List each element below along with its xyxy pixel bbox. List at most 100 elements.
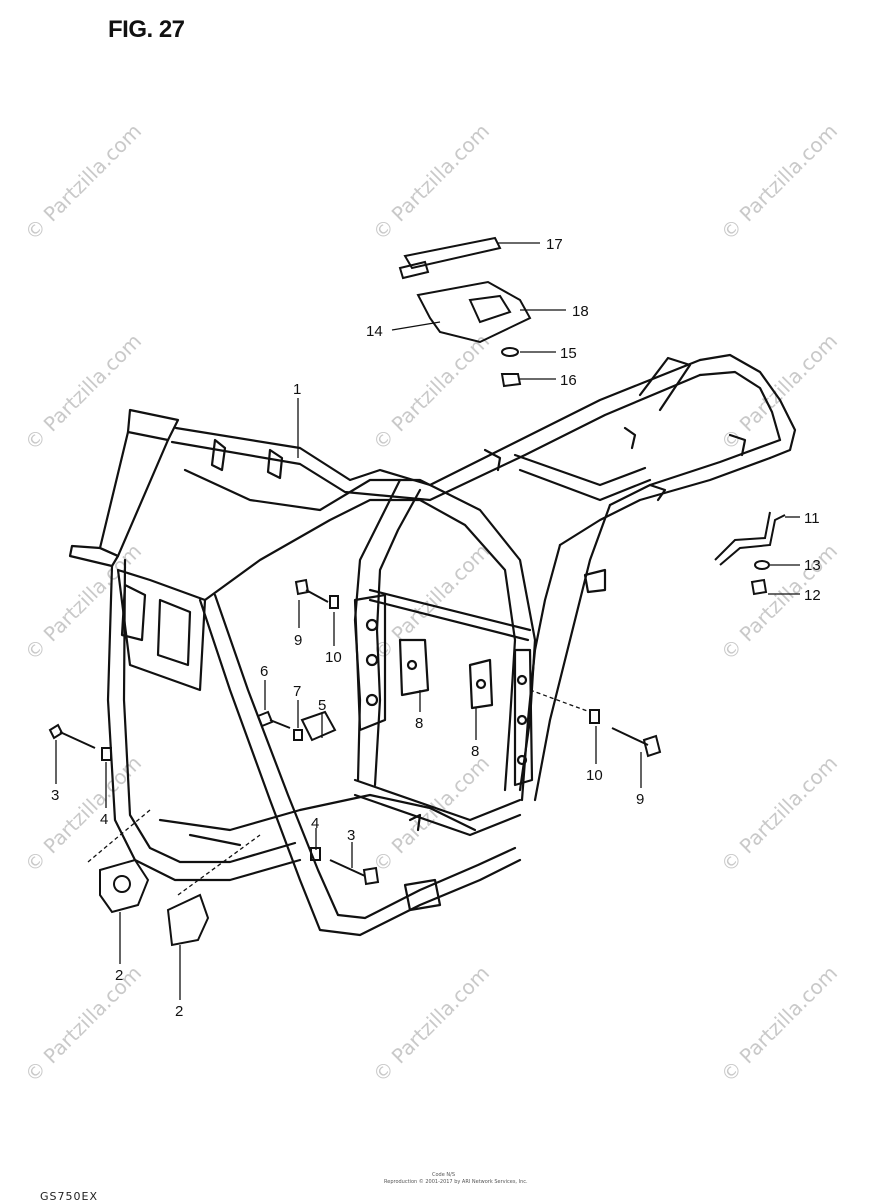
callout-10: 10	[586, 767, 603, 784]
plate-cutout-2	[156, 598, 192, 667]
tank-bracket	[266, 448, 284, 480]
steering-head-bottom	[68, 544, 120, 568]
bottom-cradle-rail-2	[188, 833, 242, 847]
main-top-tube-upper	[174, 358, 702, 487]
mount-hole	[475, 678, 487, 690]
bracket	[623, 426, 637, 450]
callout-8: 8	[471, 743, 479, 760]
nut-16	[500, 373, 522, 388]
rear-subframe-lower-2	[608, 438, 782, 507]
main-top-tube-lower	[170, 373, 702, 502]
rear-loop-inner	[698, 370, 782, 442]
nut-7	[293, 729, 303, 741]
dashed-leader	[87, 809, 151, 863]
battery-strap-17	[403, 236, 502, 270]
bolt-9-shank-right	[611, 727, 649, 746]
bolt-9-head	[294, 578, 310, 596]
callout-3: 3	[347, 827, 355, 844]
bolt-3-head	[48, 723, 64, 740]
battery-strap-end	[398, 260, 430, 280]
bolt-3-head-lower	[362, 866, 380, 886]
callout-15: 15	[560, 345, 577, 362]
bracket	[408, 813, 422, 832]
mount-hole	[365, 618, 379, 632]
callout-7: 7	[293, 683, 301, 700]
bracket	[583, 568, 607, 594]
hardware-parts	[48, 511, 786, 947]
callout-1: 1	[293, 381, 301, 398]
callout-10: 10	[325, 649, 342, 666]
footer-code: Code N/S	[432, 1172, 455, 1178]
rear-cross-member	[518, 468, 652, 502]
mount-hole	[516, 714, 528, 726]
leader-14	[391, 321, 441, 331]
mount-hole	[365, 693, 379, 707]
rear-subframe-lower	[558, 456, 772, 547]
right-down-loop	[198, 598, 522, 937]
engine-mount-bracket-8-right	[468, 658, 494, 710]
leader-lines	[55, 242, 800, 1000]
rear-mount-plate	[513, 648, 534, 787]
steering-head	[98, 430, 170, 558]
callout-labels: 17 18 14 15 16 1 11 13 12 9 10 6 7 5 8 8…	[51, 236, 821, 1020]
rear-cross-member-2	[513, 453, 647, 487]
bracket	[403, 878, 442, 912]
bolt-12	[750, 578, 768, 596]
engine-mount-plate	[353, 593, 387, 732]
callout-14: 14	[366, 323, 383, 340]
bolt-9-shank	[305, 589, 329, 603]
callout-18: 18	[572, 303, 589, 320]
bracket	[728, 433, 747, 457]
rear-loop-top	[698, 353, 797, 460]
callout-13: 13	[804, 557, 821, 574]
callout-4: 4	[311, 815, 319, 832]
plate-hole	[113, 875, 131, 893]
tank-bracket	[210, 438, 227, 472]
plate-2-left	[99, 858, 150, 914]
bolt-3-shank	[59, 731, 96, 749]
callout-2: 2	[115, 967, 123, 984]
plate-2-center	[166, 893, 210, 947]
callout-5: 5	[318, 697, 326, 714]
battery-cover-ridge	[468, 294, 512, 324]
callout-8: 8	[415, 715, 423, 732]
callout-9: 9	[294, 632, 302, 649]
nut-4	[101, 747, 112, 761]
mount-hole	[516, 754, 528, 766]
cross-member-lower	[353, 778, 522, 822]
callout-6: 6	[260, 663, 268, 680]
plate-5	[300, 710, 337, 742]
dashed-leader	[177, 834, 261, 896]
bracket	[483, 448, 502, 472]
callout-11: 11	[804, 510, 820, 527]
washer-13	[754, 560, 770, 570]
bolt-9-head-right	[642, 734, 662, 758]
battery-holder-parts	[398, 236, 532, 388]
bracket-11	[719, 514, 786, 566]
figure-title: FIG. 27	[108, 16, 185, 43]
frame-drawing	[68, 353, 797, 937]
engine-mount-bracket-8-left	[398, 638, 430, 697]
cross-member-lower-2	[353, 793, 522, 837]
center-upright-2	[373, 488, 422, 787]
mount-hole	[406, 659, 418, 671]
bottom-cradle-rail	[158, 793, 477, 832]
right-main-loop-inner	[203, 498, 517, 792]
bolt-3-shank-lower	[329, 859, 366, 877]
callout-4: 4	[100, 811, 108, 828]
bracket	[648, 483, 667, 502]
callout-3: 3	[51, 787, 59, 804]
bracket-11-inner	[714, 511, 771, 561]
washer-15	[501, 347, 519, 357]
nut-10	[329, 595, 339, 609]
seat-rail-upright	[638, 356, 692, 412]
bolt-6-shank	[269, 719, 291, 729]
steering-head-top	[126, 408, 180, 442]
mount-hole	[516, 674, 528, 686]
callout-17: 17	[546, 236, 563, 253]
callout-16: 16	[560, 372, 577, 389]
footer-copyright: Reproduction © 2001-2017 by ARI Network …	[384, 1179, 528, 1185]
cross-member-center-2	[368, 598, 530, 642]
rear-upright	[520, 543, 562, 802]
